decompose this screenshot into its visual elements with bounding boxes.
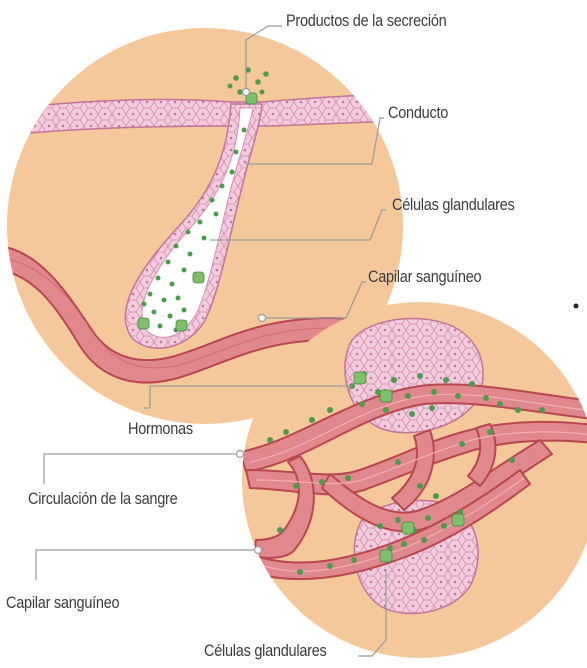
label-duct: Conducto bbox=[388, 104, 448, 123]
label-gland-cells-bottom: Células glandulares bbox=[204, 642, 327, 661]
label-capillary-top: Capilar sanguíneo bbox=[368, 268, 481, 287]
label-gland-cells-top: Células glandulares bbox=[392, 196, 515, 215]
leader-circulation bbox=[44, 454, 240, 484]
label-capillary-bottom: Capilar sanguíneo bbox=[6, 594, 119, 613]
label-secretion-products: Productos de la secreción bbox=[286, 12, 446, 31]
leader-capillary-bottom bbox=[36, 550, 258, 580]
label-blood-circulation: Circulación de la sangre bbox=[28, 490, 177, 509]
label-hormones: Hormonas bbox=[128, 420, 193, 439]
